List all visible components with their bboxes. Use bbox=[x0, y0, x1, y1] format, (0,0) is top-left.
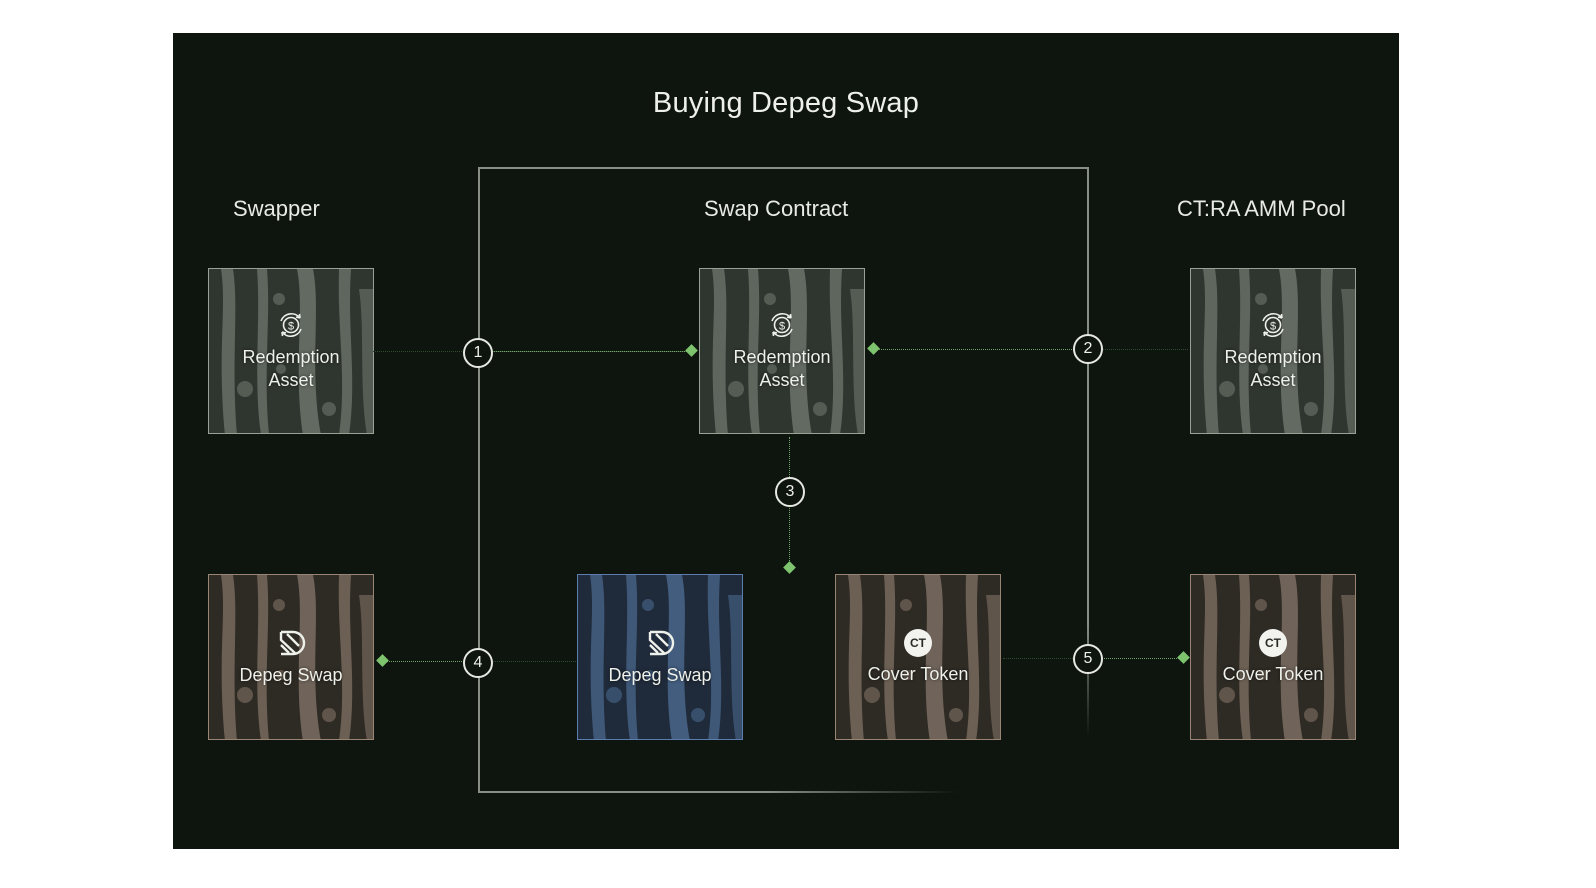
node-label: Asset bbox=[268, 370, 314, 390]
step-marker-5: 5 bbox=[1073, 644, 1103, 674]
arrowhead-icon bbox=[1177, 651, 1190, 664]
cover-token-icon: CT bbox=[904, 628, 932, 657]
node-contract-cover-token: CT Cover Token bbox=[835, 574, 1001, 740]
node-label: Cover Token bbox=[1222, 663, 1324, 684]
contract-frame-bottom bbox=[478, 791, 958, 793]
node-label: Cover Token bbox=[867, 663, 969, 684]
node-contract-depeg-swap: Depeg Swap bbox=[577, 574, 743, 740]
step-marker-4: 4 bbox=[463, 648, 493, 678]
connector-4-right bbox=[491, 661, 576, 662]
node-label: Depeg Swap bbox=[608, 664, 712, 685]
depeg-swap-icon bbox=[276, 628, 306, 658]
column-label-swap-contract: Swap Contract bbox=[704, 196, 849, 221]
connector-2-right bbox=[1088, 349, 1188, 350]
node-pool-cover-token: CT Cover Token bbox=[1190, 574, 1356, 740]
arrowhead-icon bbox=[376, 654, 389, 667]
node-label: Asset bbox=[759, 370, 805, 390]
diagram-title: Buying Depeg Swap bbox=[652, 87, 920, 119]
node-swapper-redemption-asset: Redemption Asset bbox=[208, 268, 374, 434]
depeg-swap-icon bbox=[645, 628, 675, 658]
node-swapper-depeg-swap: Depeg Swap bbox=[208, 574, 374, 740]
connector-5 bbox=[1088, 658, 1183, 659]
step-marker-2: 2 bbox=[1073, 334, 1103, 364]
arrowhead-icon bbox=[783, 561, 796, 574]
column-label-amm-pool: CT:RA AMM Pool bbox=[1177, 196, 1346, 221]
connector-2 bbox=[873, 349, 1088, 350]
node-label: Depeg Swap bbox=[239, 664, 343, 685]
node-contract-redemption-asset: Redemption Asset bbox=[699, 268, 865, 434]
redemption-asset-icon bbox=[276, 310, 306, 340]
step-marker-3: 3 bbox=[775, 477, 805, 507]
contract-frame-right bbox=[1087, 167, 1089, 737]
redemption-asset-icon bbox=[1258, 310, 1288, 340]
arrowhead-icon bbox=[685, 344, 698, 357]
node-label: Redemption bbox=[733, 347, 831, 367]
contract-frame-top bbox=[478, 167, 1088, 169]
redemption-asset-icon bbox=[767, 310, 797, 340]
node-label: Redemption bbox=[1224, 347, 1322, 367]
arrowhead-icon bbox=[867, 342, 880, 355]
step-marker-1: 1 bbox=[463, 338, 493, 368]
column-label-swapper: Swapper bbox=[233, 196, 320, 221]
contract-frame-left bbox=[478, 167, 480, 792]
node-pool-redemption-asset: Redemption Asset bbox=[1190, 268, 1356, 434]
node-label: Asset bbox=[1250, 370, 1296, 390]
cover-token-icon: CT bbox=[1259, 628, 1287, 657]
diagram-canvas: Buying Depeg Swap Swapper Swap Contract … bbox=[173, 33, 1399, 849]
node-label: Redemption bbox=[242, 347, 340, 367]
connector-1 bbox=[491, 351, 691, 352]
